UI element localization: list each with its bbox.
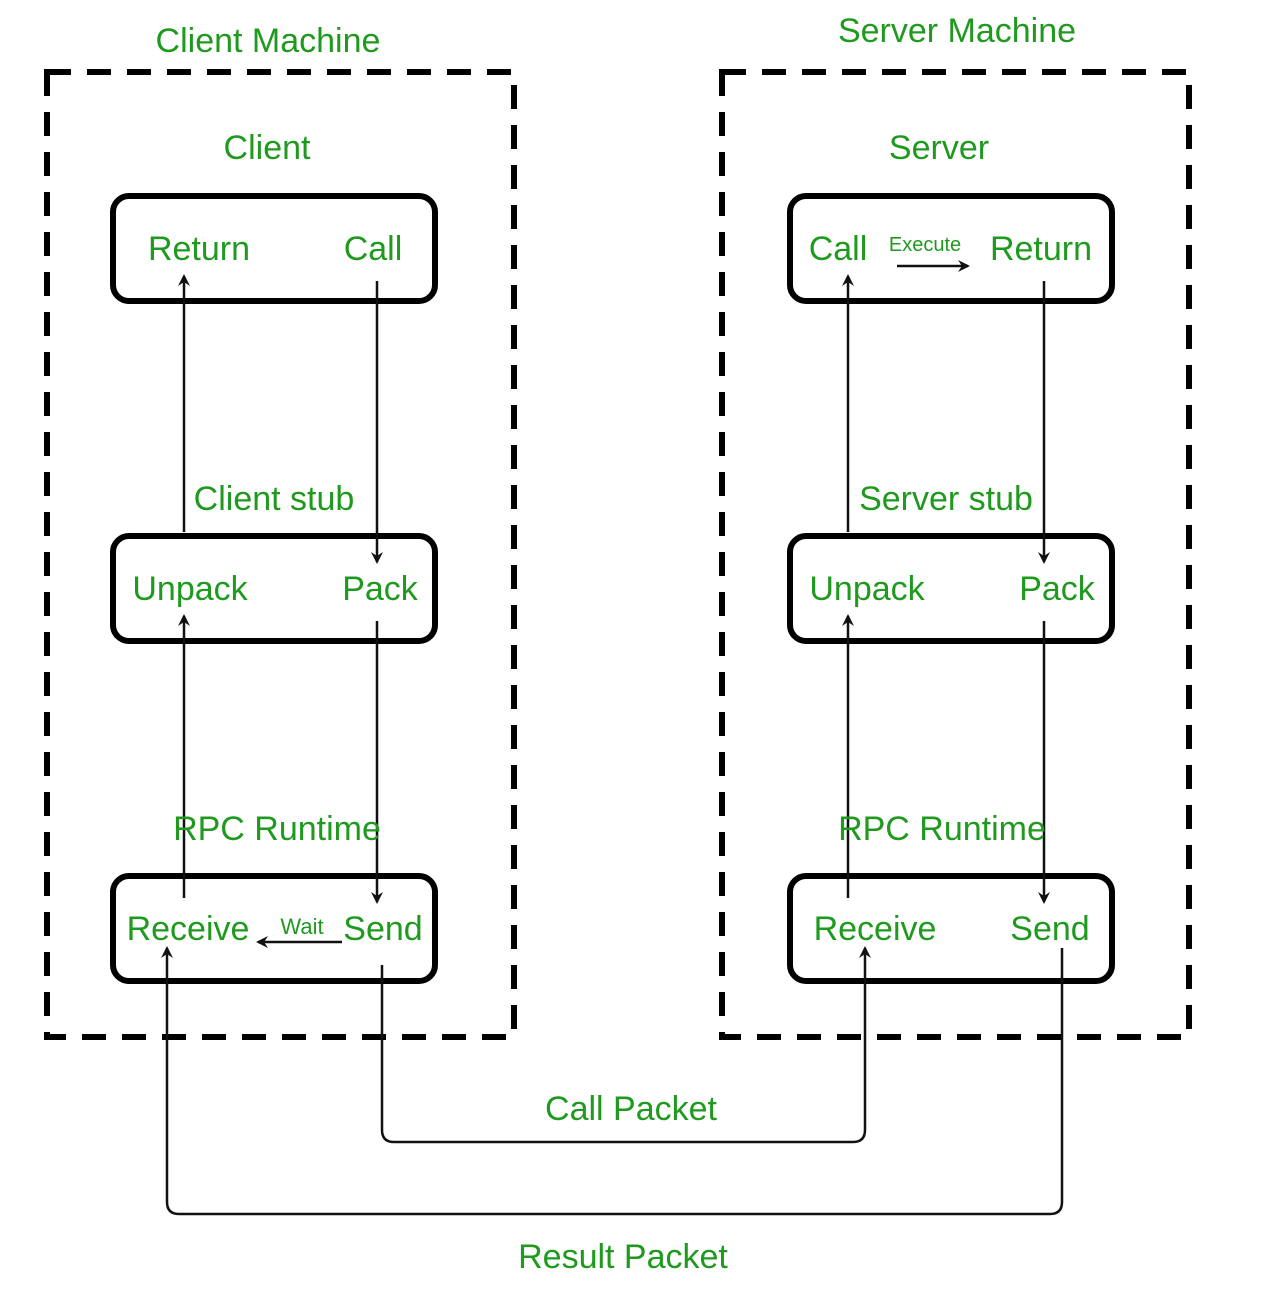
client-stub-title: Client stub bbox=[194, 480, 355, 518]
server-stub-title: Server stub bbox=[859, 480, 1033, 518]
server-send-label: Send bbox=[1010, 910, 1089, 948]
client-call-label: Call bbox=[344, 230, 403, 268]
client-runtime-title: RPC Runtime bbox=[173, 810, 381, 848]
server-stub-box bbox=[787, 533, 1115, 644]
server-title: Server bbox=[889, 129, 989, 167]
client-title: Client bbox=[224, 129, 311, 167]
client-return-label: Return bbox=[148, 230, 250, 268]
client-box bbox=[110, 193, 438, 304]
client-send-label: Send bbox=[343, 910, 422, 948]
result-packet-label: Result Packet bbox=[518, 1238, 728, 1276]
server-machine-region bbox=[719, 69, 1192, 1040]
client-runtime-box bbox=[110, 873, 438, 984]
server-unpack-label: Unpack bbox=[809, 570, 925, 608]
call-packet-label: Call Packet bbox=[545, 1090, 718, 1128]
server-runtime-title: RPC Runtime bbox=[838, 810, 1046, 848]
client-machine-region bbox=[44, 69, 517, 1040]
client-unpack-label: Unpack bbox=[132, 570, 248, 608]
server-receive-label: Receive bbox=[814, 910, 937, 948]
server-machine-title: Server Machine bbox=[838, 12, 1076, 50]
client-stub-box bbox=[110, 533, 438, 644]
client-receive-label: Receive bbox=[127, 910, 250, 948]
server-box bbox=[787, 193, 1115, 304]
wait-label: Wait bbox=[280, 914, 323, 939]
call-packet-path bbox=[380, 946, 871, 1144]
server-pack-label: Pack bbox=[1019, 570, 1096, 608]
client-machine-title: Client Machine bbox=[156, 22, 381, 60]
execute-label: Execute bbox=[889, 234, 961, 256]
server-return-label: Return bbox=[990, 230, 1092, 268]
server-call-label: Call bbox=[809, 230, 868, 268]
client-pack-label: Pack bbox=[342, 570, 419, 608]
result-packet-path bbox=[161, 946, 1064, 1216]
